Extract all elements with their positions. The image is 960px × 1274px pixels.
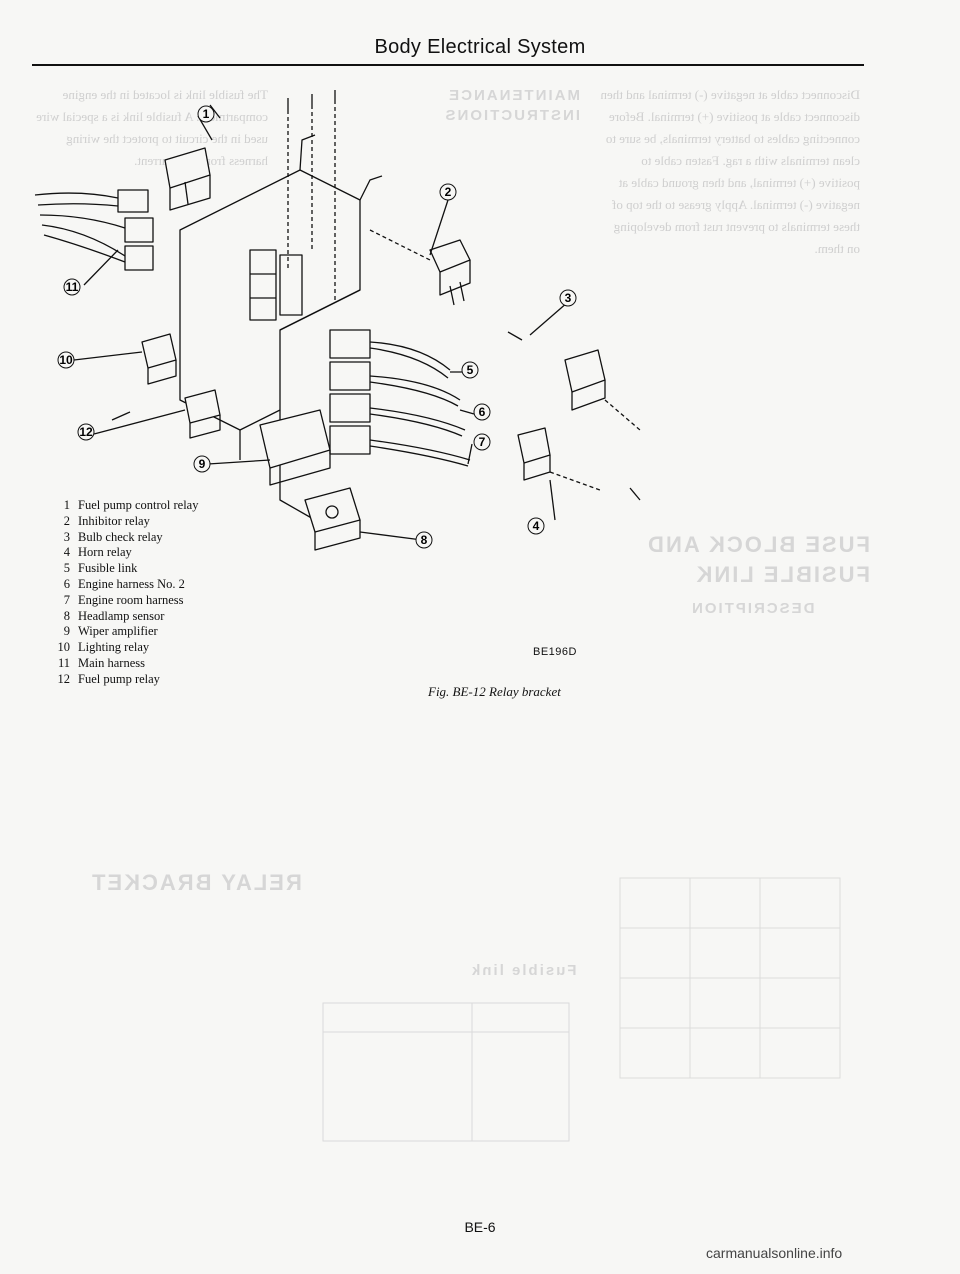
bleed-heading-relay: RELAY BRACKET (90, 870, 302, 895)
fusible-link-block (249, 249, 303, 321)
svg-text:6: 6 (479, 405, 486, 419)
svg-text:1: 1 (203, 107, 210, 121)
callout-1: 1 (197, 105, 215, 123)
horn-relay (517, 427, 551, 481)
header-rule (32, 64, 864, 66)
callout-8: 8 (415, 531, 433, 549)
fuel-pump-control-relay (164, 147, 211, 211)
inhibitor-relay (429, 239, 471, 306)
callout-4: 4 (527, 517, 545, 535)
bleed-diagram (619, 877, 841, 1079)
wiper-amplifier (259, 409, 331, 486)
page-header: Body Electrical System (374, 36, 586, 58)
figure-id: BE196D (533, 646, 577, 658)
svg-text:7: 7 (479, 435, 486, 449)
svg-text:12: 12 (79, 425, 93, 439)
main-harness (34, 189, 154, 271)
bleed-heading-fusible: Fusible link (470, 962, 577, 979)
watermark: carmanualsonline.info (706, 1245, 843, 1261)
svg-text:3: 3 (565, 291, 572, 305)
svg-text:5: 5 (467, 363, 474, 377)
svg-text:11: 11 (66, 280, 79, 294)
headlamp-sensor (304, 487, 361, 551)
bleed-table (322, 1002, 570, 1142)
page-number: BE-6 (464, 1219, 496, 1235)
svg-text:4: 4 (533, 519, 540, 533)
relay-bracket-diagram: 1 2 3 4 5 6 7 8 9 10 11 12 (34, 90, 641, 551)
callout-12: 12 (77, 423, 95, 441)
callout-7: 7 (473, 433, 491, 451)
callout-5: 5 (461, 361, 479, 379)
fuel-pump-relay (184, 389, 221, 439)
lighting-relay (141, 333, 177, 385)
svg-text:9: 9 (199, 457, 206, 471)
svg-text:2: 2 (445, 185, 452, 199)
callout-3: 3 (559, 289, 577, 307)
svg-text:8: 8 (421, 533, 428, 547)
bleed-heading-description: DESCRIPTION (690, 600, 815, 617)
callout-2: 2 (439, 183, 457, 201)
bulb-check-relay (564, 349, 606, 411)
engine-harnesses (329, 329, 471, 467)
figure-caption: Fig. BE-12 Relay bracket (428, 684, 561, 699)
callout-11: 11 (63, 278, 81, 296)
callout-9: 9 (193, 455, 211, 473)
callout-6: 6 (473, 403, 491, 421)
callout-10: 10 (57, 351, 75, 369)
svg-text:10: 10 (59, 353, 73, 367)
